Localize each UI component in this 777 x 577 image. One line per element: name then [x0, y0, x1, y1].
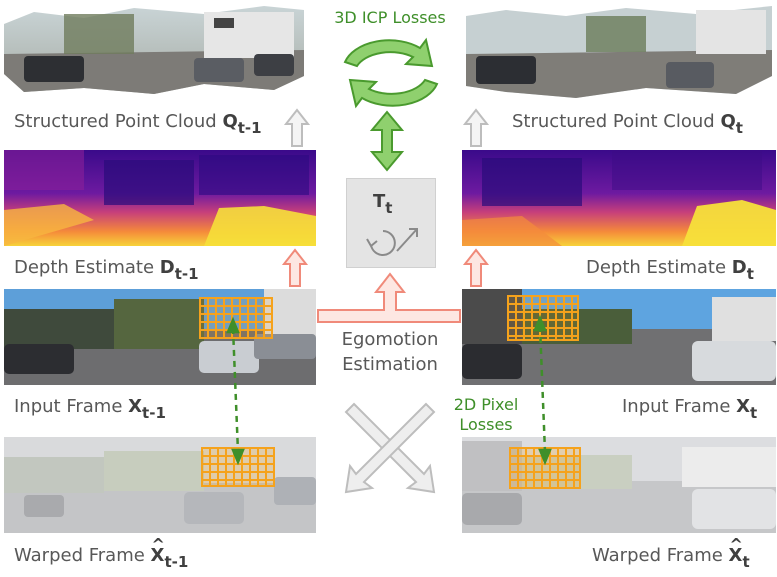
point-cloud-left-var: Q — [222, 111, 238, 132]
transform-label: Tt — [373, 191, 392, 219]
input-left-var: X — [128, 396, 143, 417]
transform-sub: t — [385, 199, 393, 217]
warped-left-var: X — [151, 534, 165, 567]
rotation-icon — [366, 230, 396, 256]
point-cloud-right-image — [466, 6, 772, 98]
point-cloud-right-label: Structured Point Cloud Qt — [512, 111, 743, 139]
depth-map-left-image — [4, 150, 316, 246]
translation-icon — [396, 228, 418, 252]
input-right-var: X — [736, 396, 751, 417]
egomotion-connector-arrow — [317, 272, 461, 323]
icp-cycle-icon — [343, 37, 439, 109]
input-left-sub: t-1 — [142, 404, 166, 422]
depth-map-right-image — [462, 150, 776, 246]
input-frame-right-image — [462, 289, 776, 385]
depth-left-sub: t-1 — [174, 265, 199, 283]
egomotion-label: Egomotion Estimation — [324, 327, 456, 377]
point-cloud-left-text: Structured Point Cloud — [14, 111, 217, 132]
point-cloud-right-var: Q — [720, 111, 736, 132]
pixel-grid-input-right — [507, 295, 579, 341]
warped-right-text: Warped Frame — [592, 545, 723, 566]
transform-var: T — [373, 191, 386, 212]
depth-right-text: Depth Estimate — [586, 257, 727, 278]
input-right-label: Input Frame Xt — [622, 396, 757, 424]
egomotion-line1: Egomotion — [341, 329, 439, 350]
pointcloud-up-arrow-right — [462, 108, 490, 147]
icp-losses-label: 3D ICP Losses — [334, 8, 446, 27]
depth-left-label: Depth Estimate Dt-1 — [14, 257, 199, 285]
warped-frame-right-image — [462, 437, 776, 533]
pixel-losses-line2: Losses — [459, 415, 513, 434]
warped-left-text: Warped Frame — [14, 545, 145, 566]
point-cloud-left-sub: t-1 — [237, 119, 262, 137]
warp-cross-arrows — [344, 402, 436, 494]
point-cloud-left-image — [4, 4, 304, 96]
warped-right-var: X — [729, 534, 743, 567]
pixel-losses-line1: 2D Pixel — [453, 395, 519, 414]
point-cloud-right-text: Structured Point Cloud — [512, 111, 715, 132]
pixel-grid-warped-left — [201, 447, 275, 487]
warped-right-label: Warped Frame Xt — [592, 534, 750, 573]
pixel-loss-arrow-right — [533, 314, 552, 466]
warped-frame-left-image — [4, 437, 316, 533]
transform-box: Tt — [346, 178, 436, 268]
warped-right-sub: t — [742, 553, 750, 571]
point-cloud-right-sub: t — [735, 119, 743, 137]
egomotion-line2: Estimation — [342, 354, 438, 375]
depth-right-var: D — [731, 257, 747, 278]
input-left-text: Input Frame — [14, 396, 123, 417]
icp-vertical-arrow — [369, 110, 405, 172]
depth-left-var: D — [159, 257, 175, 278]
warped-left-sub: t-1 — [164, 553, 189, 571]
input-right-text: Input Frame — [622, 396, 731, 417]
depth-up-arrow-right — [462, 248, 490, 287]
warped-left-label: Warped Frame Xt-1 — [14, 534, 189, 573]
point-cloud-left-label: Structured Point Cloud Qt-1 — [14, 111, 262, 139]
pixel-loss-arrow-left — [226, 316, 245, 466]
depth-right-sub: t — [746, 265, 754, 283]
depth-right-label: Depth Estimate Dt — [586, 257, 754, 285]
input-left-label: Input Frame Xt-1 — [14, 396, 166, 424]
pointcloud-up-arrow-left — [283, 108, 311, 147]
pixel-grid-warped-right — [509, 447, 581, 489]
pixel-losses-label: 2D Pixel Losses — [446, 395, 526, 435]
depth-up-arrow-left — [281, 248, 309, 287]
input-right-sub: t — [750, 404, 758, 422]
depth-left-text: Depth Estimate — [14, 257, 155, 278]
